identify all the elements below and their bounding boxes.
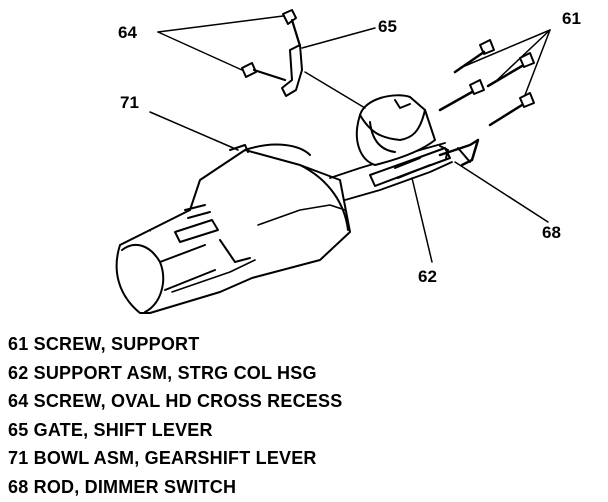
parts-legend: 61 SCREW, SUPPORT 62 SUPPORT ASM, STRG C…	[8, 330, 342, 501]
support-screws	[438, 39, 535, 127]
legend-item-64: 64 SCREW, OVAL HD CROSS RECESS	[8, 391, 343, 411]
callout-65: 65	[378, 17, 397, 36]
dimmer-switch-rod	[438, 138, 480, 167]
callout-68: 68	[542, 223, 561, 242]
callout-61: 61	[562, 9, 581, 28]
exploded-parts-diagram: 64 65 61 71 68 62	[115, 9, 581, 314]
shift-lever-gate	[281, 44, 436, 166]
legend-item-62: 62 SUPPORT ASM, STRG COL HSG	[8, 362, 317, 383]
oval-head-screws	[241, 9, 302, 82]
callout-62: 62	[418, 267, 437, 286]
callout-leader-lines	[149, 15, 551, 263]
steering-column-support-assembly	[329, 142, 453, 201]
legend-item-65: 65 GATE, SHIFT LEVER	[8, 419, 213, 440]
gearshift-bowl-assembly	[115, 143, 351, 314]
callout-64: 64	[118, 23, 137, 42]
callout-71: 71	[120, 93, 139, 112]
legend-item-68: 68 ROD, DIMMER SWITCH	[8, 476, 237, 497]
legend-item-61: 61 SCREW, SUPPORT	[8, 334, 200, 354]
legend-item-71: 71 BOWL ASM, GEARSHIFT LEVER	[8, 448, 317, 468]
